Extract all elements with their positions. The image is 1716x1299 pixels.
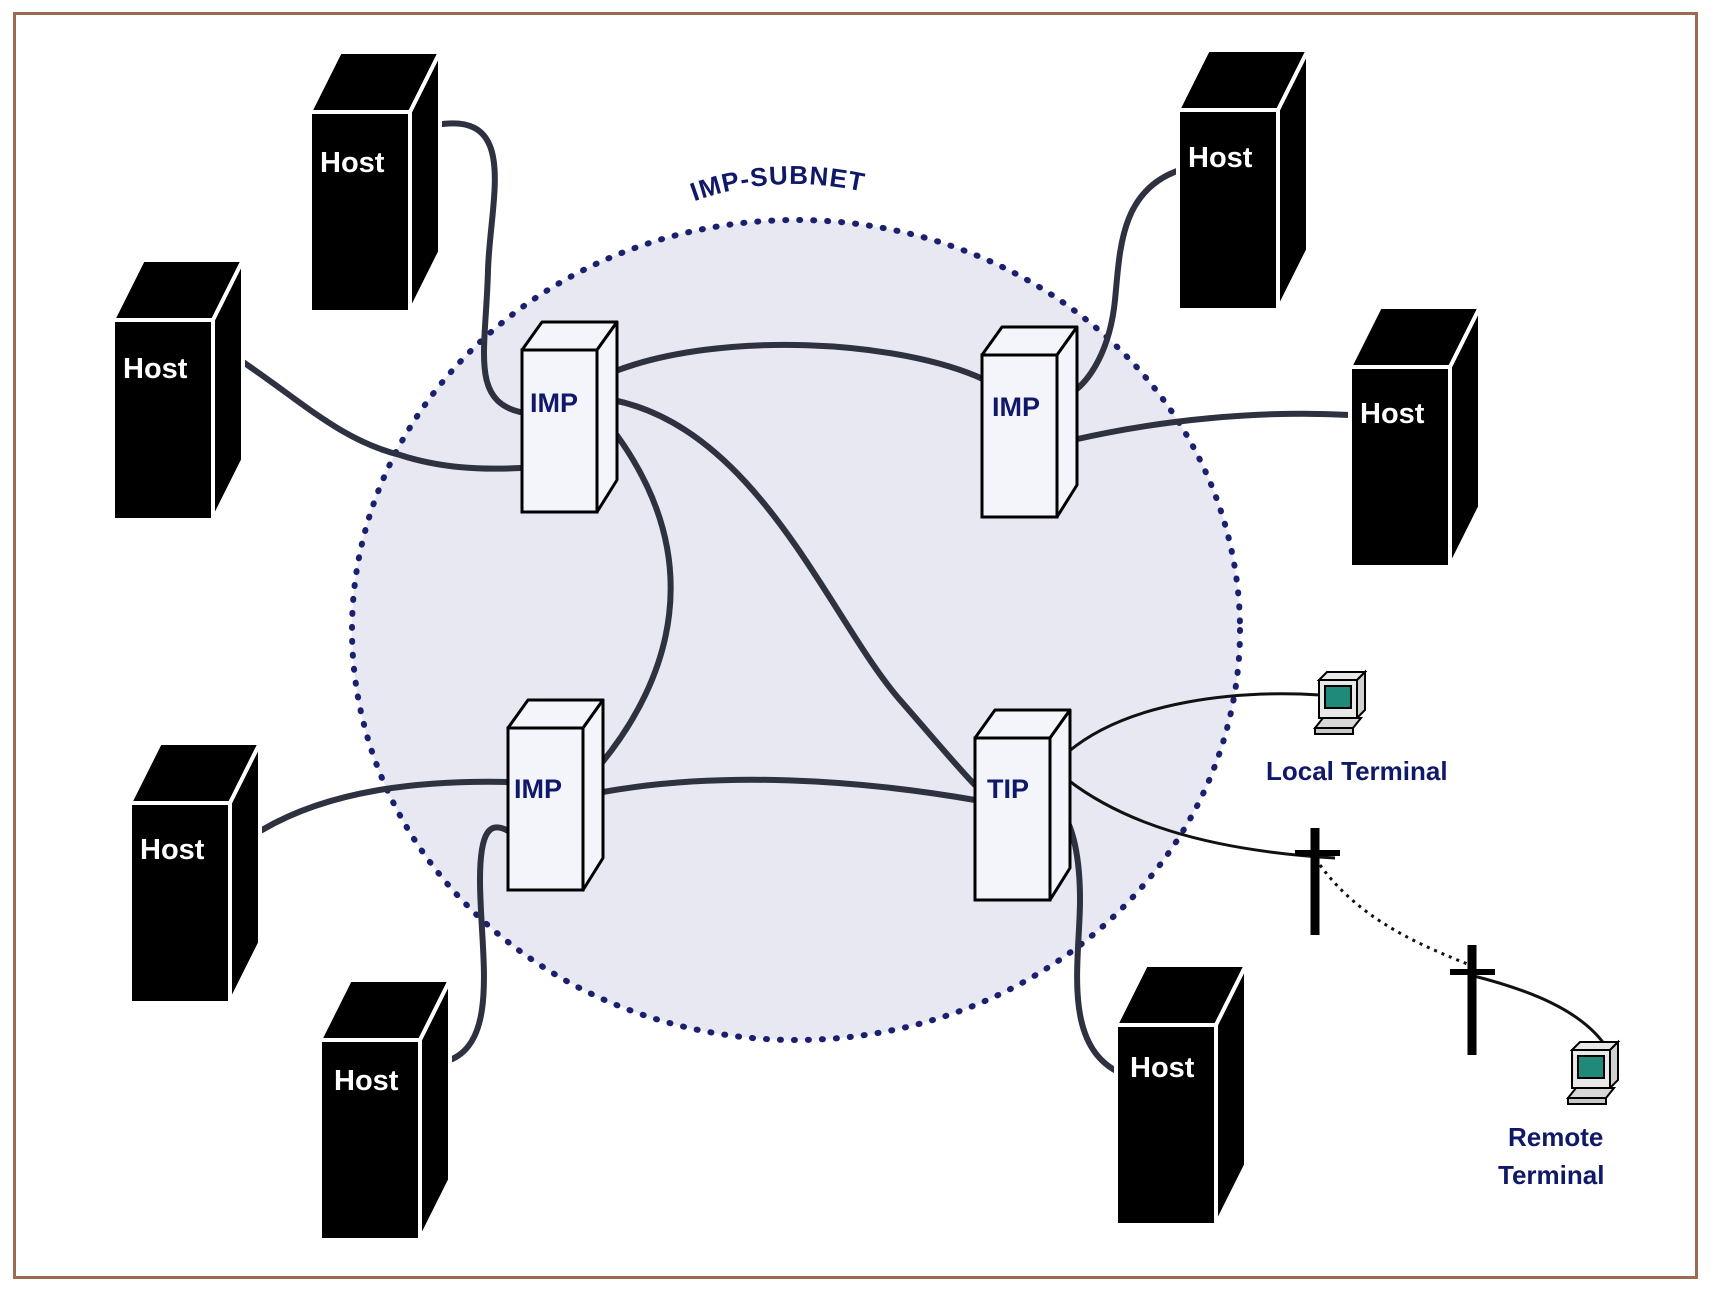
host-bottom-left: Host [128,741,262,1005]
host-bottom-right: Host [1114,963,1248,1227]
local-terminal-label: Local Terminal [1266,756,1448,786]
host-label: Host [1360,398,1425,430]
host-right: Host [1348,305,1482,569]
imp-label: IMP [530,388,578,418]
host-label: Host [334,1065,399,1097]
backbone-cables [594,341,988,803]
host-top-left: Host [308,50,442,314]
imp-node-bottom-left: IMP [506,698,605,892]
host-label: Host [123,353,188,385]
terminal-cables [1067,692,1607,1046]
radio-antenna-icon [1450,945,1495,1055]
host-label: Host [1130,1052,1195,1084]
remote-terminal-icon [1567,1041,1619,1105]
remote-terminal-label-line2: Terminal [1498,1160,1604,1190]
imp-label: IMP [992,392,1040,422]
radio-antenna-icon [1295,828,1340,935]
subnet-label: IMP-SUBNET [686,160,868,207]
imp-node-top-left: IMP [520,320,619,514]
imp-label: IMP [514,774,562,804]
imp-node-top-right: IMP [980,325,1079,519]
host-label: Host [320,147,385,179]
host-left: Host [111,258,245,522]
local-terminal-icon [1314,671,1366,735]
host-label: Host [140,834,205,866]
tip-label: TIP [987,774,1029,804]
host-label: Host [1188,142,1253,174]
host-top-right: Host [1176,48,1310,312]
host-bottom: Host [318,978,452,1242]
tip-node: TIP [973,708,1072,902]
remote-terminal-label-line1: Remote [1508,1122,1603,1152]
